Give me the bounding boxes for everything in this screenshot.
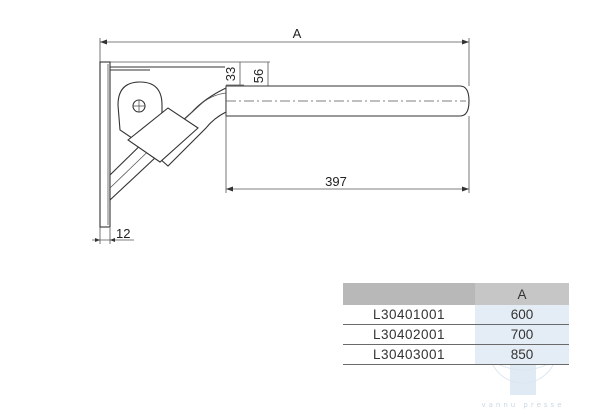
spec-table: A L30401001 600 L30402001 700 L30403001 …: [343, 283, 569, 365]
dim-label-33: 33: [223, 67, 238, 81]
row-value: 600: [475, 305, 569, 325]
row-code: L30403001: [343, 344, 475, 365]
row-code: L30401001: [343, 305, 475, 325]
dim-label-397: 397: [325, 174, 347, 189]
row-code: L30402001: [343, 324, 475, 345]
table-header-row: A: [343, 283, 569, 305]
dim-label-12: 12: [116, 226, 130, 241]
dimension-length: 397: [225, 116, 470, 193]
bracket-frame: [110, 66, 225, 71]
table-row: L30401001 600: [343, 305, 569, 325]
horizontal-bar: [225, 85, 470, 117]
hinge: [117, 81, 199, 163]
dim-label-56: 56: [251, 69, 266, 83]
header-code: [343, 283, 475, 305]
dimension-plate: 12: [92, 226, 134, 244]
row-value: 700: [475, 324, 569, 345]
row-value: 850: [475, 344, 569, 365]
header-value: A: [475, 283, 569, 305]
dim-label-a: A: [293, 26, 302, 41]
table-row: L30402001 700: [343, 324, 569, 345]
wall-plate: [99, 61, 111, 228]
table-row: L30403001 850: [343, 344, 569, 365]
